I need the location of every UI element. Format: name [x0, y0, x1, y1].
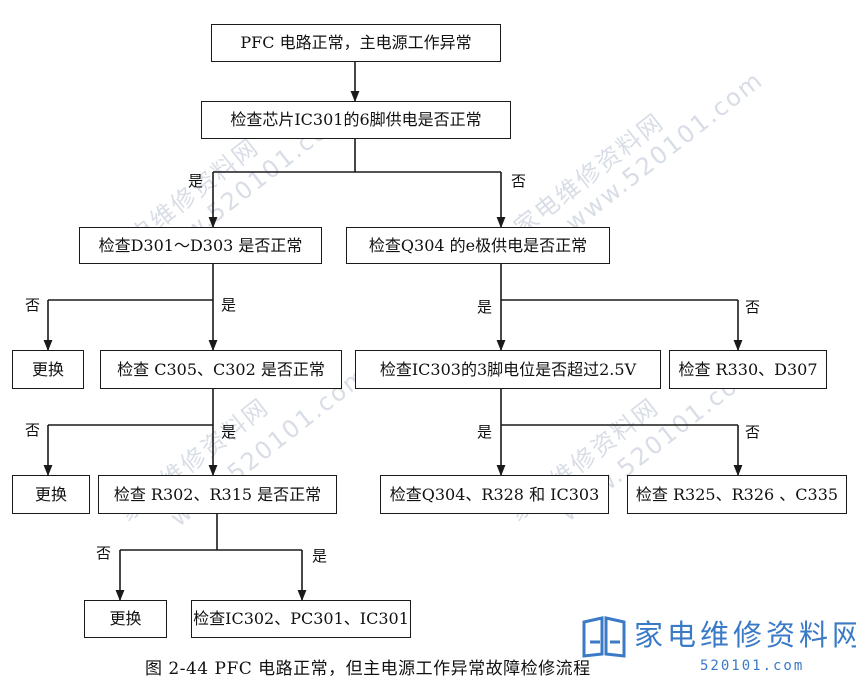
node-replace-2: 更换 — [12, 475, 90, 514]
node-check-ic301-pin6: 检查芯片IC301的6脚供电是否正常 — [201, 101, 511, 139]
label-yes: 是 — [221, 296, 237, 314]
node-check-r302-r315: 检查 R302、R315 是否正常 — [98, 475, 337, 514]
node-pfc-ok-main-power-abnormal: PFC 电路正常，主电源工作异常 — [211, 24, 501, 62]
node-check-ic303-pin3: 检查IC303的3脚电位是否超过2.5V — [355, 350, 661, 389]
label-yes: 是 — [312, 547, 328, 565]
book-icon — [582, 616, 626, 658]
branch-n10 — [120, 514, 302, 551]
node-check-ic302-pc301-ic301: 检查IC302、PC301、IC301 — [191, 600, 411, 638]
label-no: 否 — [511, 172, 527, 190]
label-yes: 是 — [477, 298, 493, 316]
label-no: 否 — [25, 421, 41, 439]
node-check-r325-r326-c335: 检查 R325、R326 、C335 — [627, 475, 847, 514]
label-yes: 是 — [221, 423, 237, 441]
node-check-q304-r328-ic303: 检查Q304、R328 和 IC303 — [380, 475, 609, 514]
label-no: 否 — [25, 296, 41, 314]
label-yes: 是 — [188, 172, 204, 190]
figure-caption: 图 2-44 PFC 电路正常，但主电源工作异常故障检修流程 — [145, 659, 591, 679]
branch-n2 — [213, 139, 501, 173]
node-replace-1: 更换 — [12, 350, 84, 389]
node-replace-3: 更换 — [84, 600, 167, 638]
label-yes: 是 — [477, 423, 493, 441]
site-logo: 家电维修资料网 520101.com — [580, 608, 856, 686]
branch-n7 — [500, 389, 738, 426]
node-check-c305-c302: 检查 C305、C302 是否正常 — [100, 350, 342, 389]
branch-n4 — [500, 264, 738, 301]
logo-url: 520101.com — [700, 658, 805, 674]
node-check-d301-d303: 检查D301～D303 是否正常 — [79, 227, 322, 264]
label-no: 否 — [745, 423, 761, 441]
label-no: 否 — [96, 544, 112, 562]
node-check-r330-d307: 检查 R330、D307 — [669, 350, 827, 389]
logo-text: 家电维修资料网 — [634, 618, 856, 652]
branch-n6 — [48, 389, 214, 426]
label-no: 否 — [745, 298, 761, 316]
branch-n3 — [48, 264, 214, 301]
node-check-q304-e-supply: 检查Q304 的e极供电是否正常 — [346, 227, 610, 264]
